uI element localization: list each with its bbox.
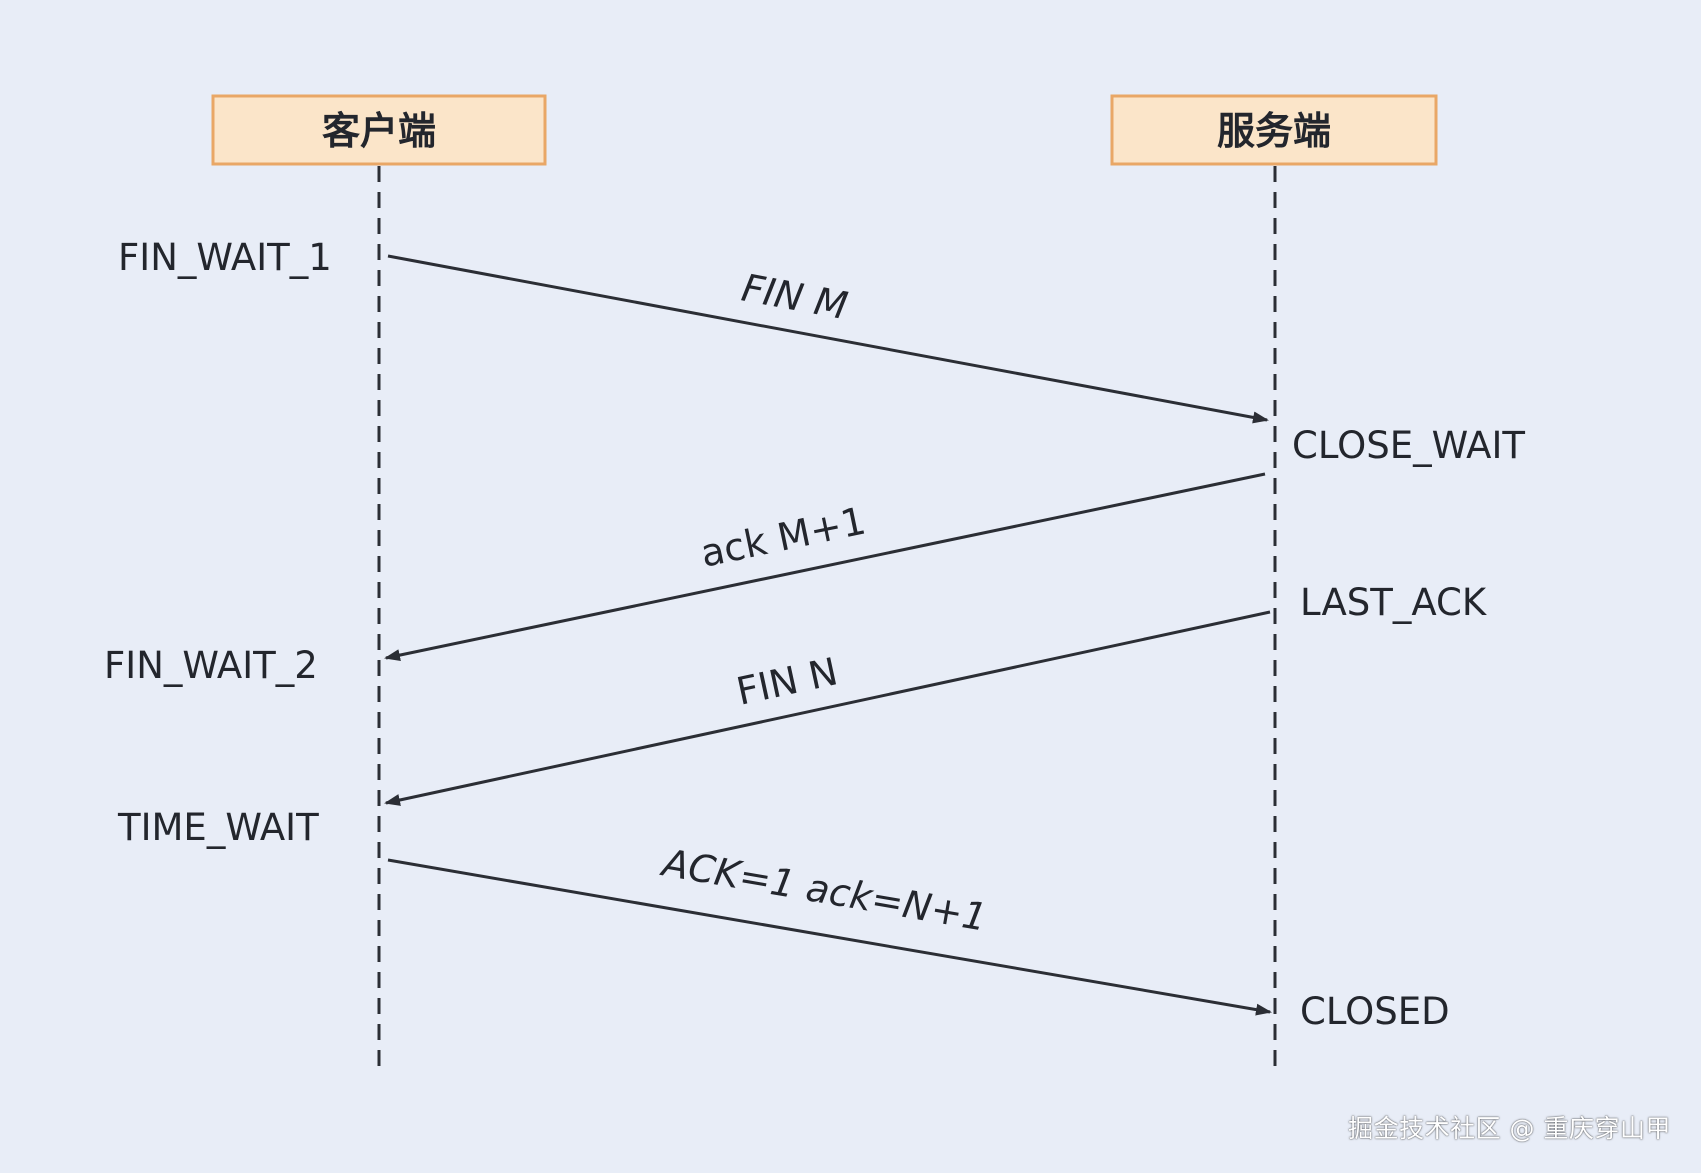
arrow-ack-m1 xyxy=(384,472,1266,662)
message-label-ack-m1: ack M+1 xyxy=(697,499,870,576)
message-label-fin-m: FIN M xyxy=(738,266,851,329)
client-label: 客户端 xyxy=(322,109,436,153)
arrow-ack-n1 xyxy=(387,858,1272,1016)
state-close-wait: CLOSE_WAIT xyxy=(1292,424,1525,467)
arrow-fin-m xyxy=(387,254,1269,424)
state-closed: CLOSED xyxy=(1300,990,1450,1033)
state-last-ack: LAST_ACK xyxy=(1300,581,1488,624)
message-label-fin-n: FIN N xyxy=(733,649,842,714)
server-label: 服务端 xyxy=(1217,109,1331,153)
client-box: 客户端 xyxy=(211,94,547,166)
state-time-wait: TIME_WAIT xyxy=(117,806,319,849)
watermark: 掘金技术社区 @ 重庆穿山甲 xyxy=(1348,1114,1671,1143)
state-fin-wait-2: FIN_WAIT_2 xyxy=(104,644,318,687)
message-label-ack-n1: ACK=1 ack=N+1 xyxy=(657,840,991,940)
state-fin-wait-1: FIN_WAIT_1 xyxy=(118,236,332,279)
server-box: 服务端 xyxy=(1110,94,1438,166)
arrow-fin-n xyxy=(384,610,1271,806)
